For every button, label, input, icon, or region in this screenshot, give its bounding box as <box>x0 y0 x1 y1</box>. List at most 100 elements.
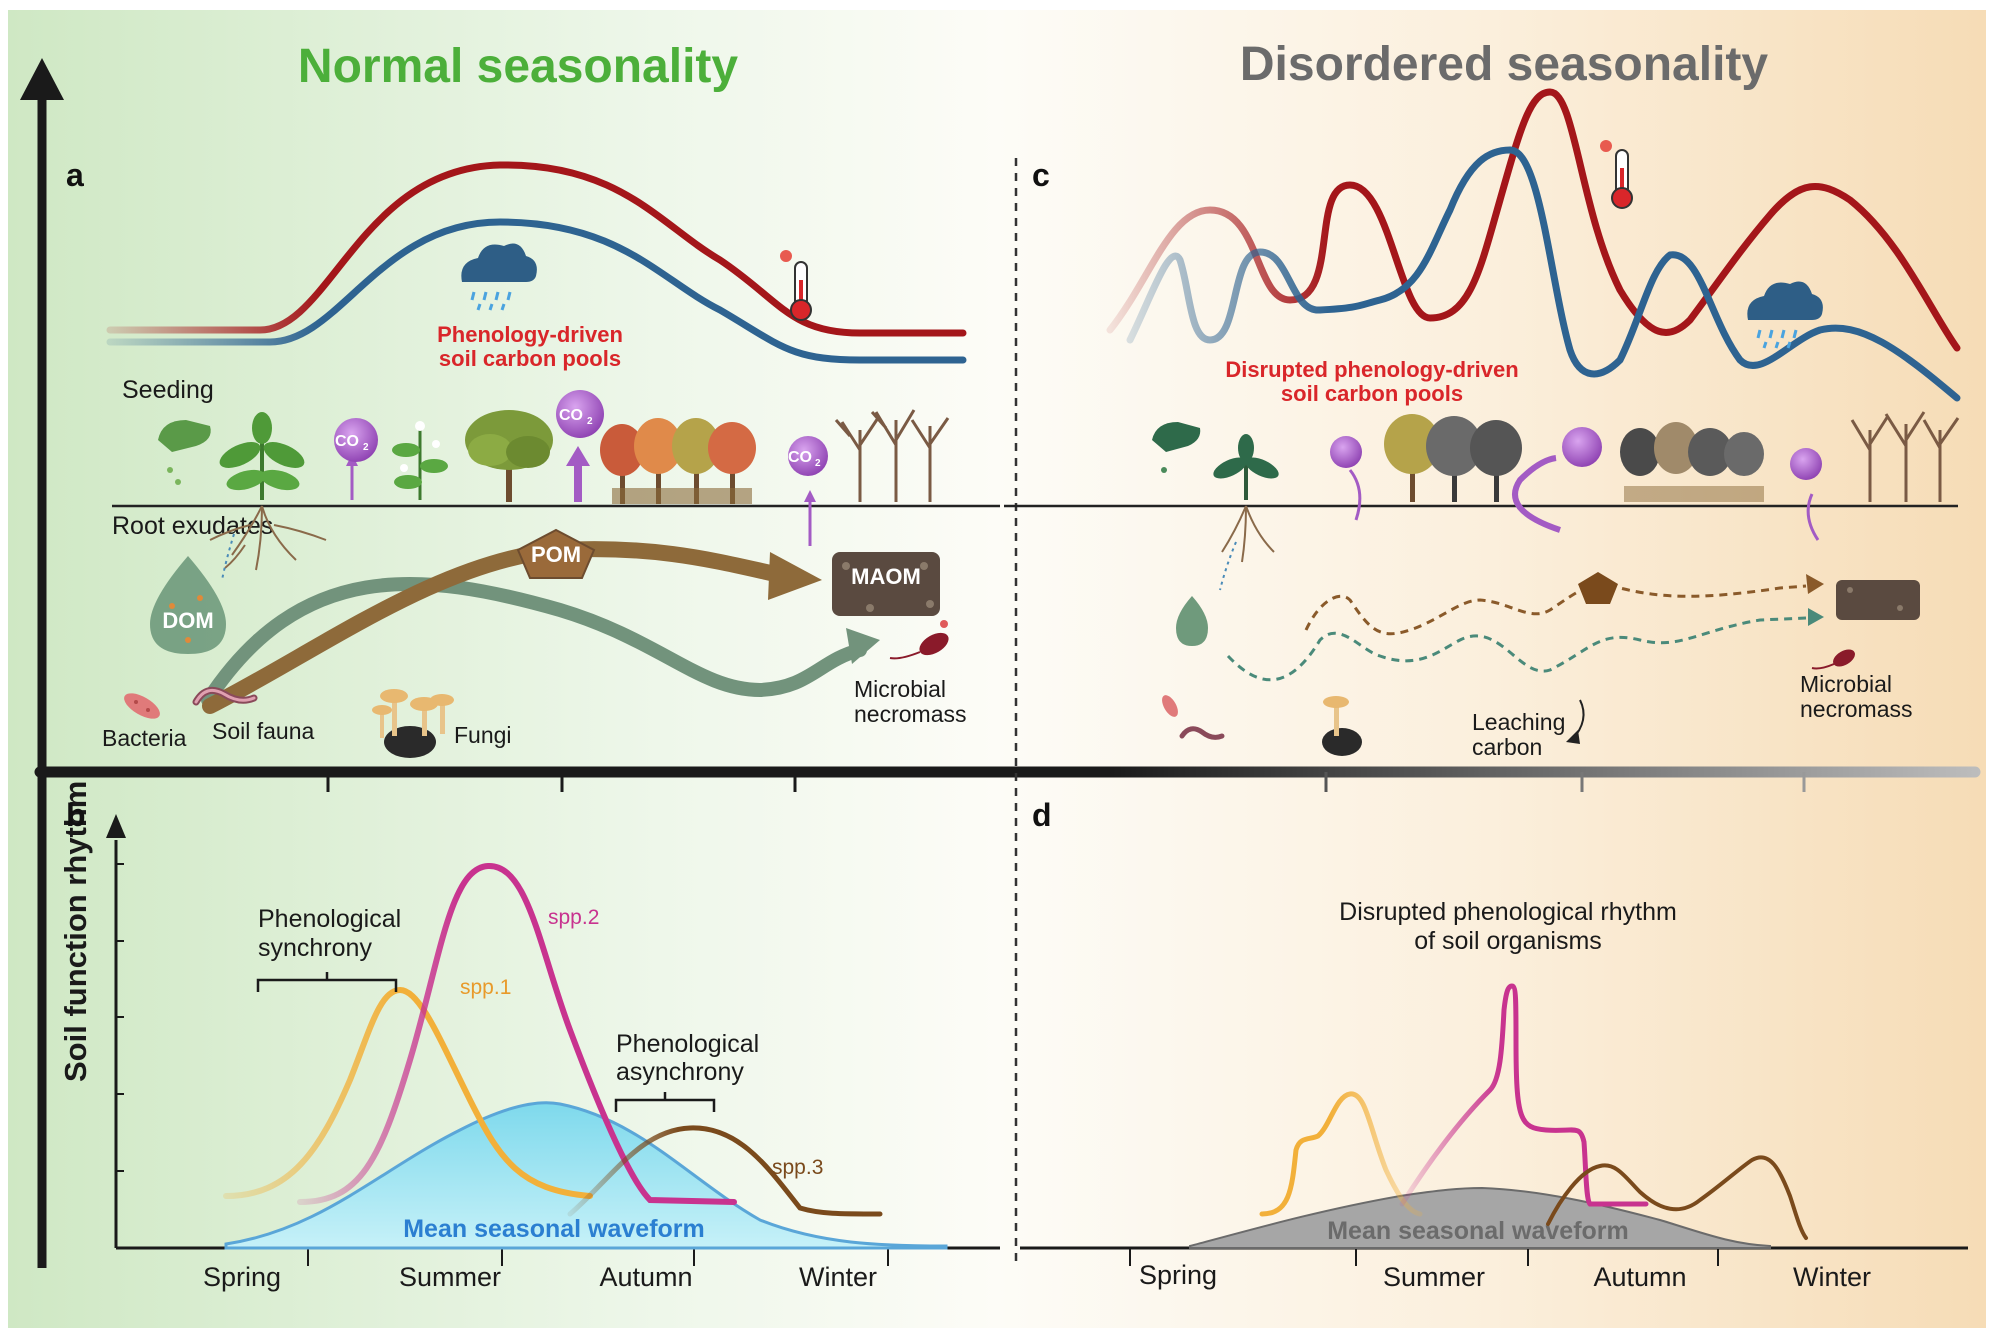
dom-droplet-icon <box>1176 596 1208 646</box>
microbial-necromass-icon <box>1811 649 1855 670</box>
soil-block-icon <box>1836 580 1920 620</box>
leaching-label-line1: Leaching <box>1472 709 1565 735</box>
synchrony-label-line2: synchrony <box>258 934 372 962</box>
green-flow-arrowhead <box>1808 608 1824 626</box>
background-panel <box>8 10 1986 1328</box>
roots-icon <box>209 505 327 571</box>
spp2-label: spp.2 <box>548 906 599 929</box>
mean-waveform-disrupted <box>1189 1186 1771 1249</box>
mean-waveform-label-normal: Mean seasonal waveform <box>403 1215 705 1243</box>
autumn-trees-icon <box>1620 422 1764 502</box>
necromass-label-line1: Microbial <box>854 676 946 702</box>
seedling-icon <box>1213 434 1279 500</box>
maom-block-icon: MAOM <box>832 552 940 616</box>
soil-fauna-label: Soil fauna <box>212 718 315 744</box>
pools-label-line1-disrupted: Disrupted phenology-driven <box>1225 357 1518 382</box>
thermometer-icon <box>1600 140 1633 209</box>
season-label-autumn: Autumn <box>599 1262 692 1292</box>
co2-sub: 2 <box>815 458 821 469</box>
green-flow-arrowhead <box>846 628 880 664</box>
co2-text: CO <box>559 407 583 424</box>
panel-c: Disrupted phenology-driven soil carbon p… <box>1004 88 1961 760</box>
panel-a: Phenology-driven soil carbon pools Seedi… <box>102 161 1000 758</box>
synchrony-bracket <box>256 972 398 992</box>
co2-bubble-icon: CO 2 <box>788 436 828 546</box>
season-label-summer-d: Summer <box>1383 1262 1485 1292</box>
y-axis-label: Soil function rhythm <box>58 781 93 1082</box>
bacteria-label: Bacteria <box>102 725 187 751</box>
panel-label-c: c <box>1032 157 1050 193</box>
necromass-label-line2-disrupted: necromass <box>1800 696 1912 722</box>
green-flow-dashed <box>1226 616 1807 682</box>
season-label-autumn-d: Autumn <box>1593 1262 1686 1292</box>
brown-flow-arrowhead <box>1806 574 1824 594</box>
title-disordered-seasonality: Disordered seasonality <box>1240 38 1769 91</box>
co2-bubble-icon: CO 2 <box>334 418 378 500</box>
spp1-label: spp.1 <box>460 976 511 999</box>
co2-bubble-icon: CO 2 <box>556 390 604 502</box>
bare-trees-icon <box>834 409 950 502</box>
leaching-label-line2: carbon <box>1472 734 1542 760</box>
pom-pentagon-icon: POM <box>516 528 596 579</box>
autumn-trees-icon <box>600 418 756 504</box>
green-flow-arrow <box>201 576 867 707</box>
spp1-curve <box>223 986 593 1199</box>
co2-text: CO <box>788 449 812 466</box>
panel-label-a: a <box>66 157 84 193</box>
mean-waveform-normal <box>224 1101 948 1250</box>
necromass-label-line1-disrupted: Microbial <box>1800 671 1892 697</box>
seeding-hand-icon <box>1152 422 1201 473</box>
earthworm-icon <box>192 686 258 706</box>
asynchrony-label-line1: Phenological <box>616 1030 759 1058</box>
mushroom-icon <box>1322 696 1362 756</box>
mid-x-axis <box>34 766 1981 792</box>
microbial-necromass-icon <box>889 620 949 660</box>
brown-flow-dashed <box>1304 583 1807 636</box>
season-label-winter: Winter <box>799 1262 877 1292</box>
tree-icon <box>465 410 553 502</box>
exudate-flow <box>221 533 235 581</box>
season-label-spring: Spring <box>203 1262 281 1292</box>
precipitation-curve-disrupted <box>1126 146 1961 402</box>
mushroom-icon <box>372 689 454 758</box>
temperature-curve-normal <box>106 161 967 337</box>
dom-droplet-icon: DOM <box>150 556 226 654</box>
bacteria-icon <box>1162 695 1178 717</box>
fungi-label: Fungi <box>454 722 512 748</box>
rain-cloud-icon <box>1747 281 1823 349</box>
roots-icon <box>1221 505 1275 563</box>
seeding-hand-icon <box>158 420 211 485</box>
brown-flow-arrowhead <box>768 552 822 600</box>
leaching-arrowhead-icon <box>1566 730 1580 744</box>
rhythm-label-line2: of soil organisms <box>1414 927 1602 955</box>
tree-icon <box>1384 414 1522 502</box>
necromass-label-line2: necromass <box>854 701 966 727</box>
mean-waveform-label-disrupted: Mean seasonal waveform <box>1327 1217 1629 1245</box>
pools-label-line2-disrupted: soil carbon pools <box>1281 381 1463 406</box>
seedling-icon <box>219 412 305 500</box>
asynchrony-label-line2: asynchrony <box>616 1058 744 1086</box>
co2-sub: 2 <box>587 416 593 427</box>
spp1-curve-disrupted <box>1259 1091 1423 1217</box>
main-y-axis <box>20 58 64 1268</box>
b-y-axis-arrow-icon <box>106 814 126 838</box>
flowering-plant-icon <box>392 421 448 500</box>
pom-pentagon-icon <box>1578 572 1618 604</box>
temperature-curve-disrupted <box>1106 88 1961 352</box>
pools-label-line2-normal: soil carbon pools <box>439 346 621 371</box>
spp3-curve <box>567 1125 883 1217</box>
spp3-curve-disrupted <box>1546 1155 1808 1240</box>
panel-b: Mean seasonal waveform spp.1 spp.2 spp.3… <box>106 814 1000 1292</box>
asynchrony-bracket <box>614 1092 716 1112</box>
spp2-curve <box>297 862 737 1205</box>
thermometer-icon <box>780 250 812 321</box>
pools-label-line1-normal: Phenology-driven <box>437 322 623 347</box>
precipitation-curve-normal <box>106 218 967 364</box>
pom-label: POM <box>531 542 581 567</box>
seeding-label: Seeding <box>122 376 214 404</box>
season-label-spring-d: Spring <box>1139 1260 1217 1290</box>
co2-text: CO <box>335 433 359 450</box>
panel-label-d: d <box>1032 797 1052 833</box>
season-label-summer: Summer <box>399 1262 501 1292</box>
